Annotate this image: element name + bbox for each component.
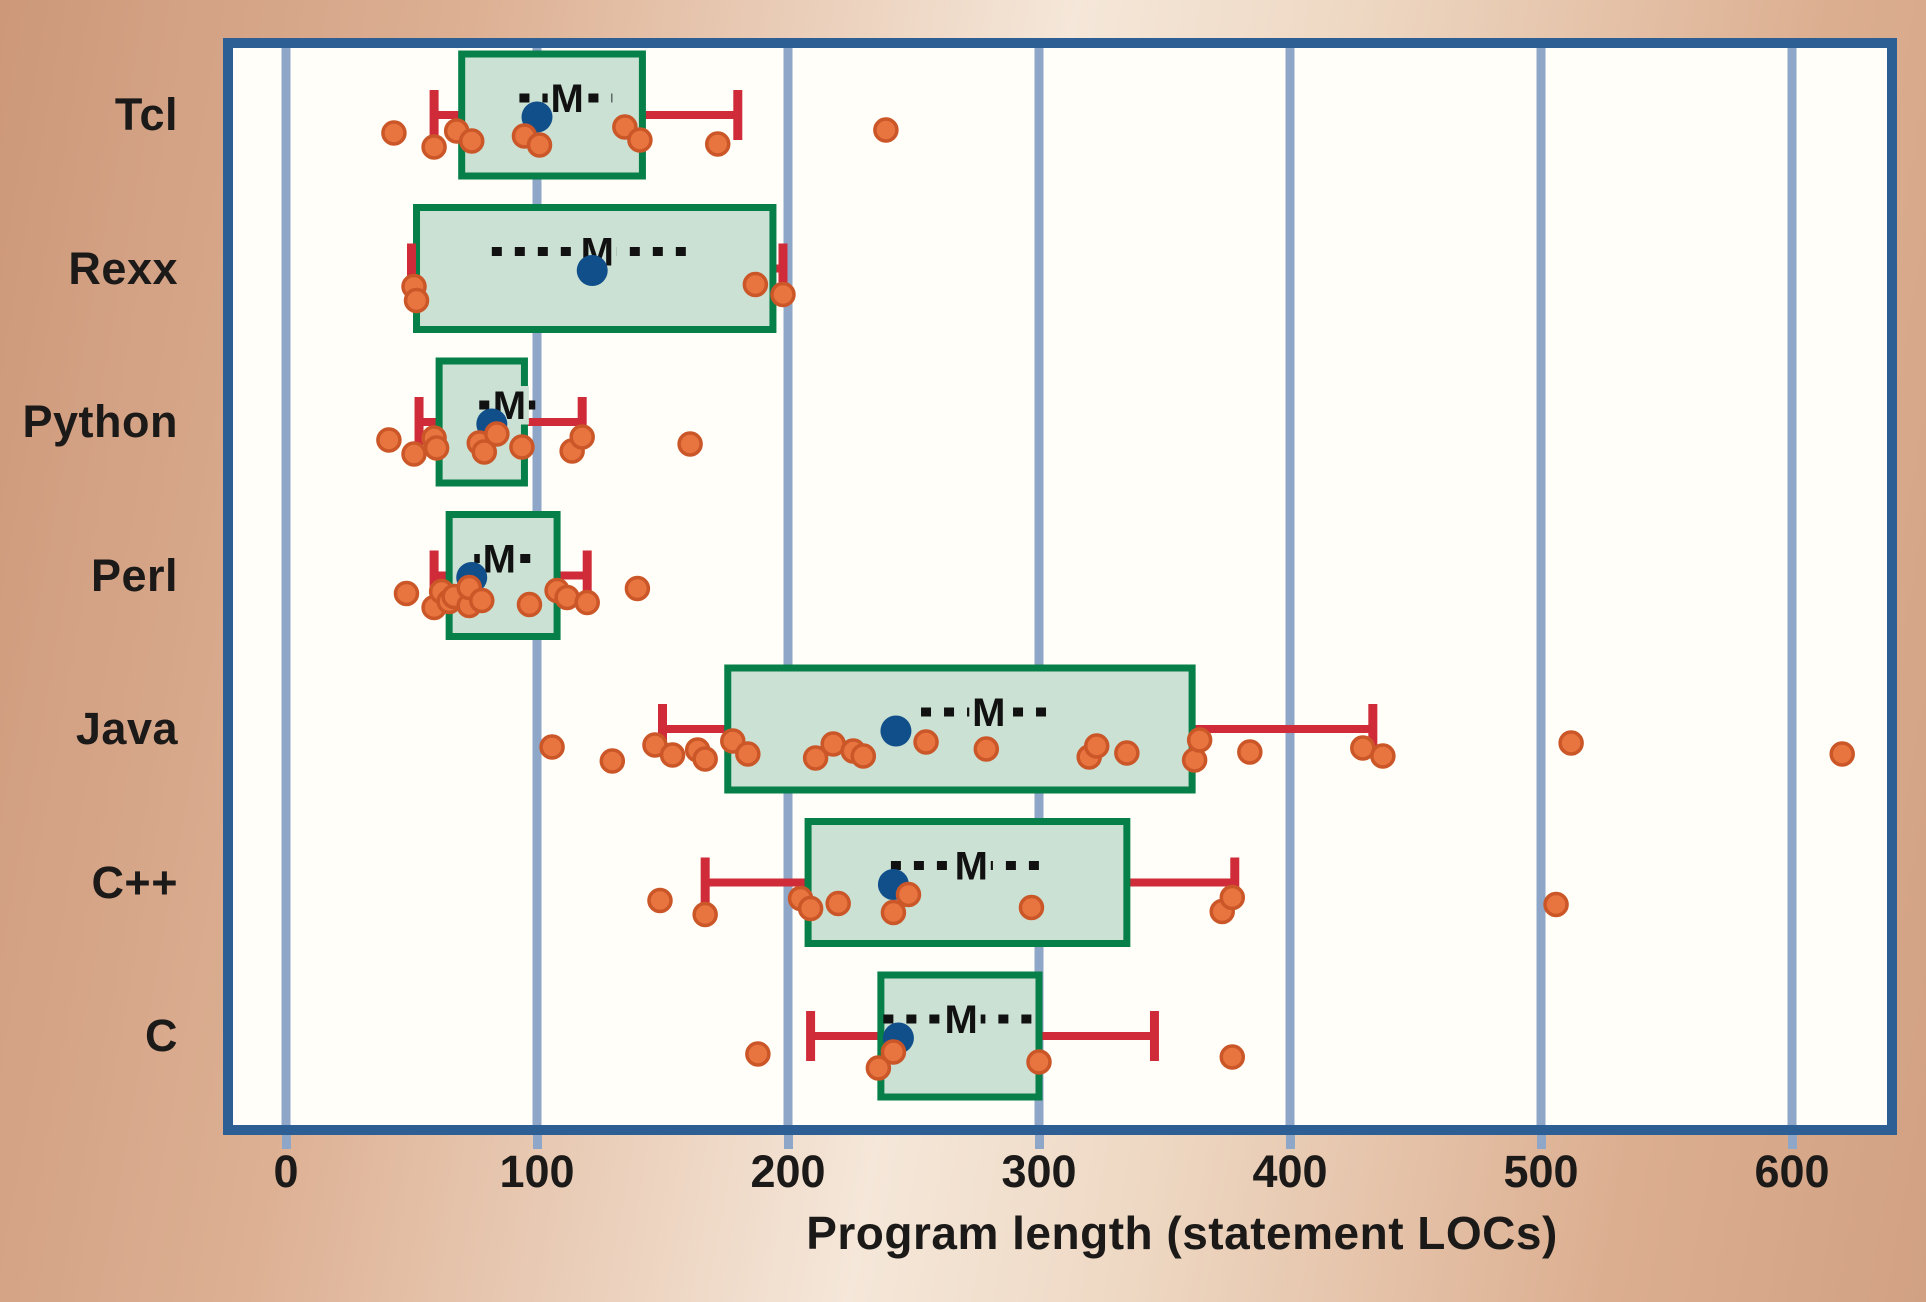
x-tick-mark-600 bbox=[1787, 1135, 1797, 1149]
boxplot-row-perl: M bbox=[393, 511, 651, 640]
y-axis-label-tcl: Tcl bbox=[114, 89, 178, 140]
data-point-python bbox=[401, 441, 427, 467]
data-point-c bbox=[865, 1055, 892, 1081]
y-axis-label-c: C bbox=[145, 1010, 178, 1061]
data-point-rexx bbox=[403, 287, 430, 314]
data-point-java bbox=[1370, 743, 1396, 769]
data-point-tcl bbox=[704, 131, 731, 157]
data-point-java bbox=[1114, 740, 1140, 766]
data-point-java bbox=[1186, 727, 1213, 753]
y-axis-label-rexx: Rexx bbox=[68, 242, 178, 294]
plot-border bbox=[223, 38, 1897, 1135]
data-point-tcl bbox=[873, 117, 899, 143]
data-point-cpp bbox=[825, 890, 851, 917]
data-point-perl bbox=[574, 589, 600, 616]
mean-marker-perl: M bbox=[483, 538, 516, 582]
mean-marker-java: M bbox=[972, 691, 1005, 735]
data-point-rexx bbox=[742, 271, 769, 298]
data-point-c bbox=[880, 1039, 907, 1065]
data-point-cpp bbox=[647, 887, 673, 914]
data-point-python bbox=[677, 431, 703, 457]
y-axis-label-cpp: C++ bbox=[91, 856, 178, 908]
x-tick-label-300: 300 bbox=[1001, 1146, 1077, 1197]
data-point-java bbox=[1083, 733, 1110, 759]
data-point-cpp bbox=[797, 895, 824, 922]
data-point-java bbox=[659, 742, 686, 768]
data-point-java bbox=[599, 748, 626, 774]
x-tick-label-200: 200 bbox=[750, 1146, 826, 1197]
data-point-python bbox=[569, 424, 595, 450]
median-dot-rexx bbox=[576, 255, 608, 286]
x-tick-label-0: 0 bbox=[273, 1146, 299, 1197]
iqr-box-java bbox=[724, 664, 1196, 794]
data-point-cpp bbox=[880, 899, 907, 926]
data-point-java bbox=[692, 746, 718, 772]
x-tick-label-600: 600 bbox=[1754, 1146, 1830, 1197]
data-point-tcl bbox=[627, 127, 653, 153]
x-axis-title: Program length (statement LOCs) bbox=[806, 1207, 1558, 1259]
data-point-java bbox=[1558, 730, 1584, 756]
y-axis-label-python: Python bbox=[22, 396, 178, 447]
x-tick-mark-100 bbox=[532, 1135, 542, 1149]
data-point-java bbox=[802, 745, 829, 771]
data-point-python bbox=[471, 439, 498, 465]
data-point-python bbox=[423, 435, 450, 461]
data-point-cpp bbox=[895, 881, 922, 908]
data-point-java bbox=[973, 736, 1000, 762]
x-tick-label-100: 100 bbox=[499, 1146, 575, 1197]
data-point-java bbox=[913, 729, 939, 755]
data-point-java bbox=[850, 743, 877, 769]
data-point-java bbox=[735, 741, 761, 767]
data-point-perl bbox=[393, 580, 420, 607]
y-axis-label-java: Java bbox=[75, 703, 178, 754]
data-point-cpp bbox=[1219, 884, 1246, 911]
data-point-tcl bbox=[421, 134, 447, 160]
mean-marker-cpp: M bbox=[955, 845, 988, 889]
data-point-tcl bbox=[526, 132, 553, 158]
data-point-cpp bbox=[1018, 894, 1045, 921]
data-point-java bbox=[1237, 739, 1263, 765]
data-point-tcl bbox=[381, 120, 407, 146]
data-point-rexx bbox=[770, 281, 796, 308]
boxplot-row-cpp: M bbox=[647, 818, 1569, 947]
data-point-python bbox=[376, 427, 402, 453]
data-point-perl bbox=[516, 591, 543, 618]
y-axis-label-perl: Perl bbox=[90, 549, 178, 601]
data-point-java bbox=[539, 734, 565, 760]
boxplot-row-c: M bbox=[745, 971, 1246, 1101]
mean-marker-c: M bbox=[945, 998, 978, 1042]
iqr-box-cpp bbox=[804, 818, 1131, 947]
median-dot-java bbox=[880, 715, 912, 747]
data-point-java bbox=[1829, 741, 1855, 767]
x-tick-label-500: 500 bbox=[1503, 1146, 1579, 1197]
data-point-tcl bbox=[458, 128, 485, 154]
x-tick-mark-200 bbox=[783, 1135, 793, 1149]
x-tick-label-400: 400 bbox=[1252, 1146, 1328, 1197]
data-point-python bbox=[484, 421, 510, 447]
data-point-perl bbox=[469, 587, 495, 614]
boxplot-row-java: M bbox=[539, 664, 1855, 794]
data-point-cpp bbox=[692, 901, 718, 928]
data-point-python bbox=[509, 434, 535, 460]
x-tick-mark-400 bbox=[1285, 1135, 1295, 1149]
x-tick-mark-300 bbox=[1034, 1135, 1044, 1149]
mean-marker-tcl: M bbox=[550, 77, 583, 121]
x-tick-mark-500 bbox=[1536, 1135, 1546, 1149]
x-tick-mark-0 bbox=[281, 1135, 291, 1149]
data-point-c bbox=[745, 1041, 771, 1067]
data-point-c bbox=[1219, 1044, 1246, 1070]
data-point-cpp bbox=[1543, 891, 1569, 918]
data-point-perl bbox=[624, 575, 651, 602]
boxplot-row-tcl: M bbox=[381, 50, 899, 180]
data-point-c bbox=[1026, 1049, 1052, 1075]
boxplot-row-rexx: M bbox=[401, 204, 796, 333]
boxplot-row-python: M bbox=[376, 357, 703, 487]
